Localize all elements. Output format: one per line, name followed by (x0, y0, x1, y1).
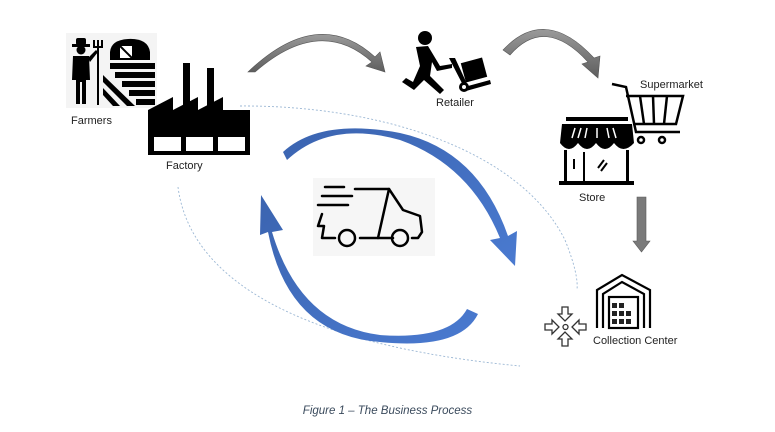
cycle-arrows-icon (260, 128, 517, 344)
farmer-barn-icon (66, 33, 157, 108)
dashed-ellipse-path (177, 105, 578, 367)
flow-arrow-factory-retailer (247, 34, 386, 73)
collection-arrows-icon (544, 306, 587, 347)
factory-icon (148, 63, 250, 155)
flow-arrow-retailer-supermarket (502, 29, 601, 79)
node-label-collection-center: Collection Center (593, 335, 678, 347)
node-label-farmers: Farmers (71, 115, 112, 127)
node-label-retailer: Retailer (436, 97, 474, 109)
storefront-icon (559, 117, 634, 185)
delivery-truck-icon (313, 178, 435, 256)
figure-caption: Figure 1 – The Business Process (302, 405, 473, 417)
node-label-supermarket: Supermarket (640, 79, 703, 91)
node-label-factory: Factory (166, 160, 203, 172)
hand-truck-worker-icon (402, 31, 491, 94)
warehouse-icon (595, 273, 652, 330)
node-label-store: Store (579, 192, 606, 204)
flow-arrow-store-collection (632, 196, 651, 253)
shopping-cart-icon (611, 82, 685, 145)
